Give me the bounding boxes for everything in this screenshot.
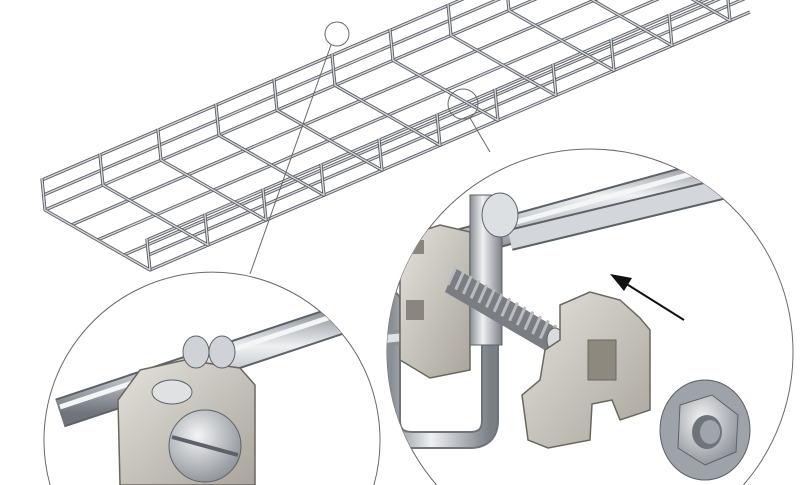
bolt-thread [538,319,550,340]
clip-piece [521,291,651,449]
tray-cross-wire [215,103,325,196]
callout-leaders [249,21,491,275]
tray-cross-wire [692,0,731,22]
tray-cross-wire [506,0,616,73]
tray-cross-wire [389,28,499,122]
tray-bottom-wire [44,0,536,211]
tray-cross-wire [273,78,383,171]
bolt-thread [492,293,504,313]
detail-callout-left [43,271,381,485]
tray-bottom-wire [123,0,719,256]
callout-marker-left [324,21,350,47]
bolt-thread [500,297,512,317]
bolt-thread [477,284,489,304]
rod-end-right [208,335,236,369]
bolt-thread [515,306,527,326]
clamp-block [399,224,471,379]
callout-circle-left [43,271,381,485]
tray-side-wire [43,0,499,196]
tray-cross-wire [41,178,151,271]
tray-bottom-wire [97,0,658,241]
bolt-thread [462,275,473,295]
tray-cross-wire [590,0,673,47]
rod-end-left [182,335,210,369]
tray-cross-wire [331,53,441,146]
wire-mesh-tray [40,0,751,272]
leader-line-right [469,117,491,153]
tray-cross-wire [99,153,209,246]
bolt-thread [523,311,535,331]
rod-end [481,192,519,238]
bolt-thread [469,279,481,299]
direction-arrow [610,274,685,321]
tray-top-rail-near [146,0,707,241]
tray-side-wire [148,0,744,256]
bolt-thread [485,288,496,308]
tray-bottom-wire [149,11,751,271]
bolt-thread [531,315,542,335]
tray-cross-wire [447,3,557,97]
bolt-thread [446,266,458,286]
bolt-thread [508,302,519,322]
tray-cross-wire [507,0,615,72]
leader-line-left [249,44,332,275]
tray-cross-wire [157,128,267,221]
tray-bottom-wire [71,0,597,226]
tray-top-rail-far [41,0,463,181]
detail-callout-right [386,148,794,485]
flange-nut [659,379,751,481]
callout-marker-right [447,88,479,120]
bolt-thread [454,270,466,291]
